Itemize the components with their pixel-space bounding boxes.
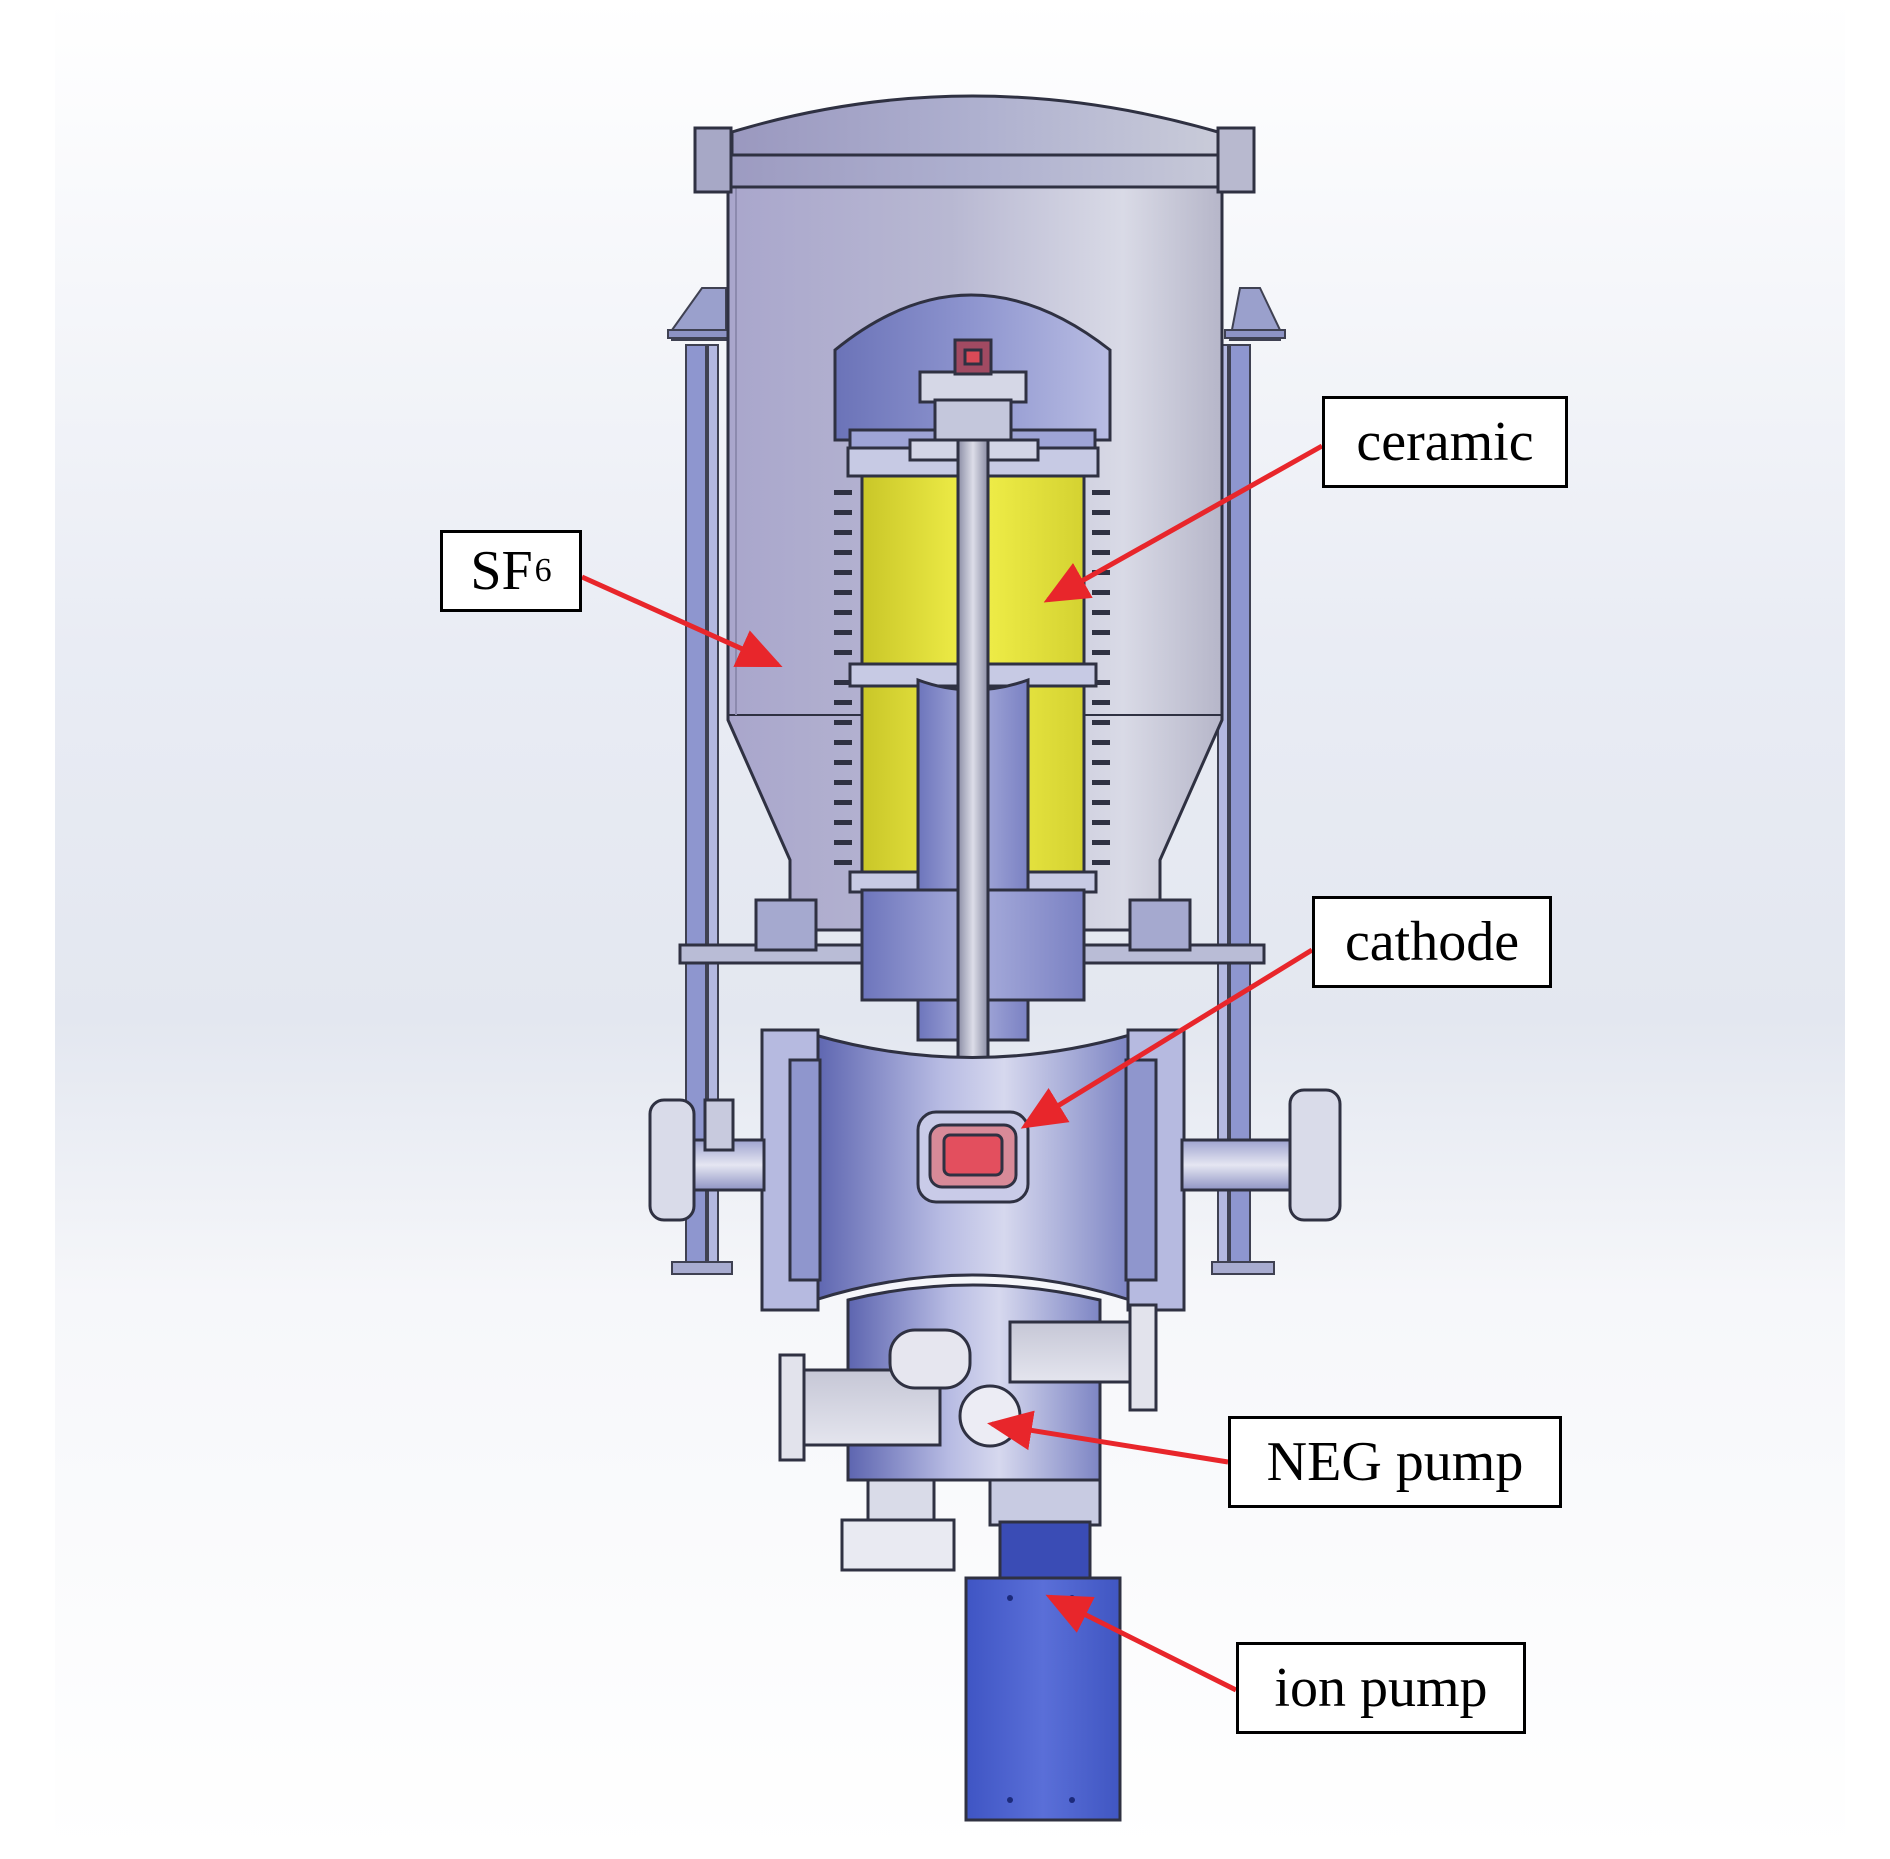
arrow-neg-pump xyxy=(987,1410,1229,1465)
label-neg-pump: NEG pump xyxy=(1228,1416,1562,1508)
label-cathode-text: cathode xyxy=(1344,911,1520,973)
arrow-ion-pump xyxy=(1045,1594,1238,1693)
label-ceramic-text: ceramic xyxy=(1356,411,1534,473)
label-ion-pump: ion pump xyxy=(1236,1642,1526,1734)
support-legs xyxy=(667,287,1286,1275)
insulator-ribs xyxy=(834,490,1110,865)
label-ion-pump-text: ion pump xyxy=(1274,1657,1488,1719)
arrow-ceramic xyxy=(1043,443,1324,603)
callout-arrows xyxy=(580,443,1324,1693)
label-ceramic: ceramic xyxy=(1322,396,1568,488)
cathode xyxy=(916,1110,1030,1204)
label-neg-pump-text: NEG pump xyxy=(1266,1431,1524,1493)
label-sf6-subscript: 6 xyxy=(534,552,552,589)
ion-pump xyxy=(964,1520,1122,1822)
arrow-sf6 xyxy=(580,574,783,668)
arrow-cathode xyxy=(1020,947,1314,1129)
label-sf6-main: SF xyxy=(470,540,533,602)
label-cathode: cathode xyxy=(1312,896,1552,988)
hv-feedthrough xyxy=(908,338,1040,1152)
